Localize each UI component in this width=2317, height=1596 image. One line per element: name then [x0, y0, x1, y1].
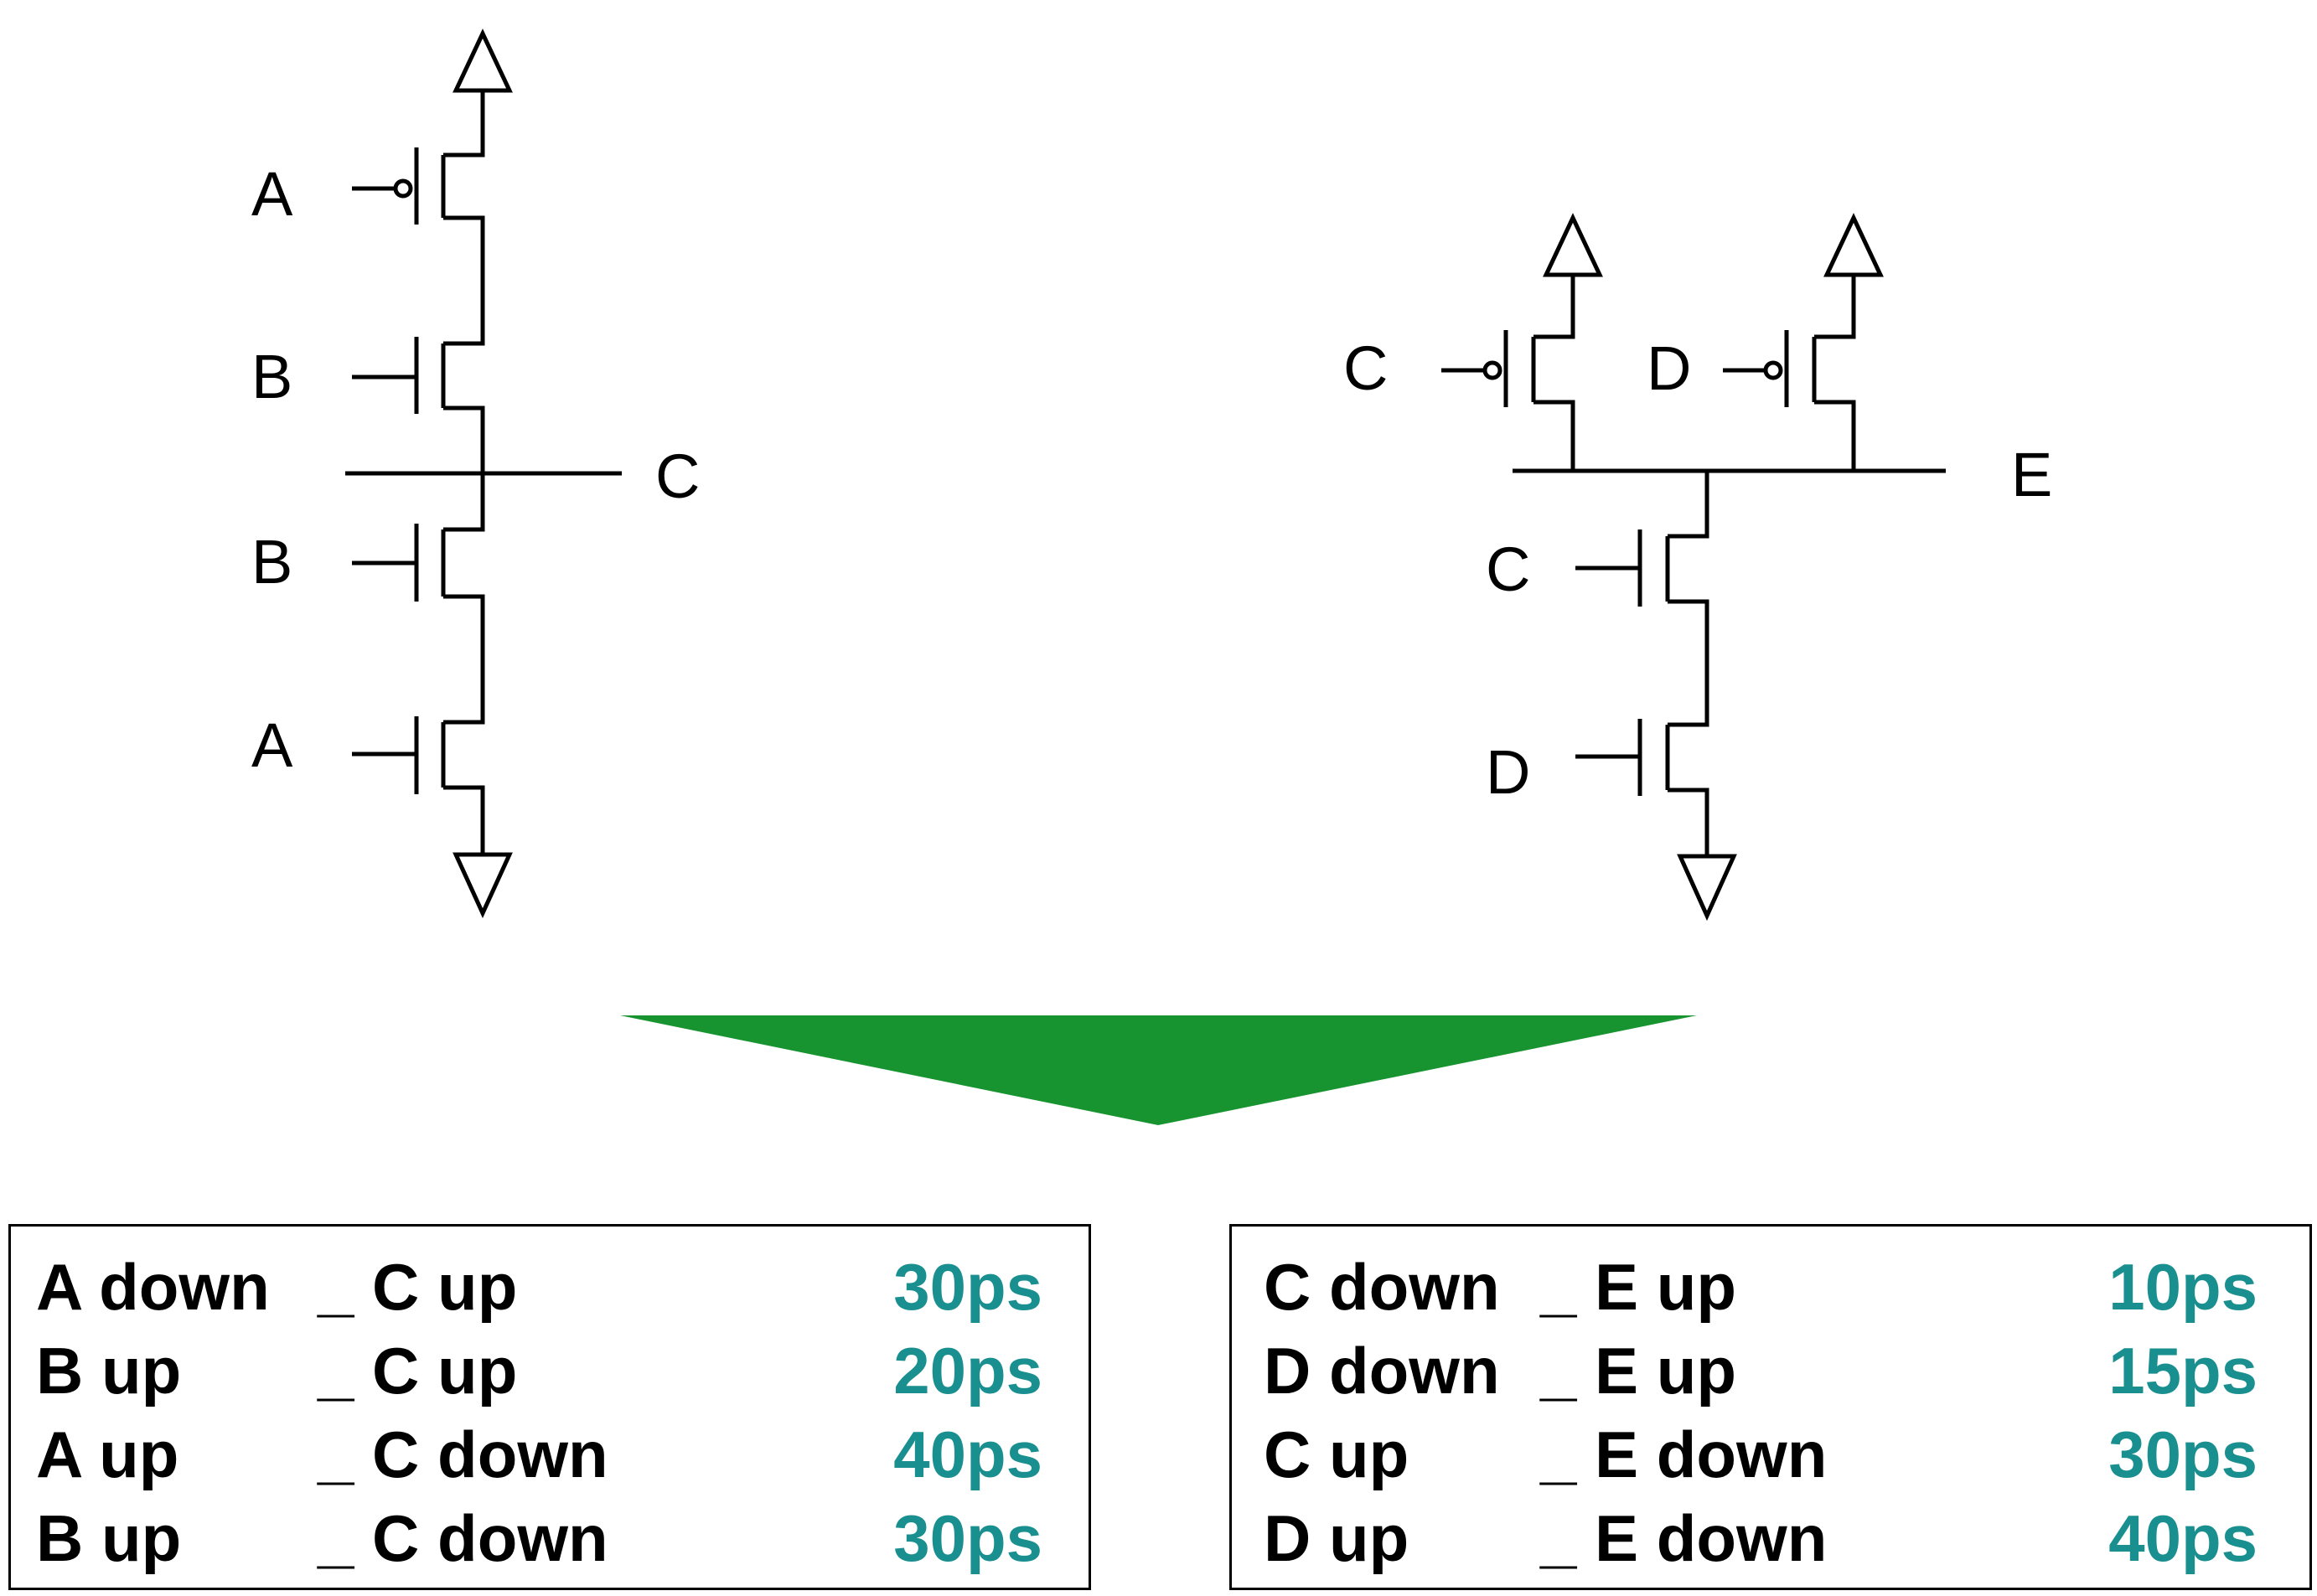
- right-wire-pmos-c: [1533, 275, 1575, 339]
- right-nmos-label-2: D: [1486, 737, 1530, 807]
- left-pmos-label-2: B: [251, 342, 292, 411]
- left-nmos-label-2: A: [251, 710, 293, 780]
- output-transition: _ C down: [318, 1418, 608, 1491]
- right-wire-pmos-c-drain: [1533, 400, 1575, 471]
- delay-value: 10ps: [2108, 1250, 2258, 1324]
- left-wire-vdd: [443, 90, 485, 158]
- right-pmos-label-1: C: [1343, 333, 1388, 403]
- vdd-symbol: [1543, 213, 1603, 277]
- right-wire-pmos-d: [1814, 275, 1856, 339]
- left-delay-table: A down _ C up 30ps B up _ C up 20ps A up…: [8, 1224, 1091, 1590]
- delay-value: 30ps: [2108, 1418, 2258, 1491]
- pmos-transistor-d: [1723, 330, 1817, 407]
- input-transition: C up: [1264, 1418, 1409, 1491]
- delay-value: 20ps: [893, 1334, 1042, 1407]
- pmos-transistor-c: [1441, 330, 1536, 407]
- nmos-transistor-b: [352, 524, 446, 602]
- right-wire-nmos-mid: [1668, 599, 1709, 727]
- right-wire-pmos-d-drain: [1814, 400, 1856, 471]
- table-row: A down _ C up 30ps: [11, 1245, 1089, 1329]
- right-output-label: E: [2011, 440, 2052, 509]
- output-transition: _ E down: [1540, 1418, 1828, 1491]
- input-transition: D down: [1264, 1334, 1500, 1407]
- pmos-transistor-b: [352, 337, 446, 414]
- output-transition: _ C up: [318, 1334, 518, 1407]
- table-row: B up _ C down 30ps: [11, 1496, 1089, 1580]
- table-row: C up _ E down 30ps: [1232, 1413, 2309, 1496]
- delay-value: 40ps: [893, 1418, 1042, 1491]
- table-row: D up _ E down 40ps: [1232, 1496, 2309, 1580]
- right-delay-table: C down _ E up 10ps D down _ E up 15ps C …: [1229, 1224, 2312, 1590]
- input-transition: B up: [36, 1334, 182, 1407]
- delay-value: 40ps: [2108, 1501, 2258, 1575]
- nmos-transistor-a: [352, 716, 446, 794]
- delay-value: 30ps: [893, 1501, 1042, 1575]
- right-pmos-label-2: D: [1647, 333, 1691, 403]
- output-transition: _ E down: [1540, 1501, 1828, 1575]
- left-wire-mid2: [443, 594, 485, 725]
- left-wire-mid1: [443, 215, 485, 346]
- left-wire-out: [443, 405, 485, 532]
- right-wire-nmos-top: [1668, 471, 1709, 539]
- left-nmos-label-1: B: [251, 527, 292, 597]
- nmos-transistor-c: [1575, 529, 1670, 607]
- left-wire-gnd: [443, 785, 485, 855]
- table-row: A up _ C down 40ps: [11, 1413, 1089, 1496]
- output-transition: _ E up: [1540, 1334, 1737, 1407]
- delay-value: 15ps: [2108, 1334, 2258, 1407]
- input-transition: D up: [1264, 1501, 1409, 1575]
- left-output-label: C: [655, 442, 700, 511]
- delay-value: 30ps: [893, 1250, 1042, 1324]
- input-transition: C down: [1264, 1250, 1500, 1324]
- right-wire-gnd: [1668, 788, 1709, 856]
- table-row: D down _ E up 15ps: [1232, 1329, 2309, 1413]
- left-pmos-label-1: A: [251, 159, 293, 229]
- gnd-symbol: [1677, 854, 1737, 922]
- pmos-transistor-a: [352, 147, 446, 225]
- table-row: C down _ E up 10ps: [1232, 1245, 2309, 1329]
- right-nmos-label-1: C: [1486, 535, 1530, 604]
- input-transition: A up: [36, 1418, 179, 1491]
- output-transition: _ C down: [318, 1501, 608, 1575]
- input-transition: B up: [36, 1501, 182, 1575]
- vdd-symbol: [1823, 213, 1884, 277]
- output-transition: _ E up: [1540, 1250, 1737, 1324]
- output-transition: _ C up: [318, 1250, 518, 1324]
- input-transition: A down: [36, 1250, 270, 1324]
- nmos-transistor-d: [1575, 719, 1670, 796]
- down-arrow: [620, 1015, 1697, 1125]
- table-row: B up _ C up 20ps: [11, 1329, 1089, 1413]
- vdd-symbol: [453, 28, 513, 93]
- gnd-symbol: [453, 852, 513, 919]
